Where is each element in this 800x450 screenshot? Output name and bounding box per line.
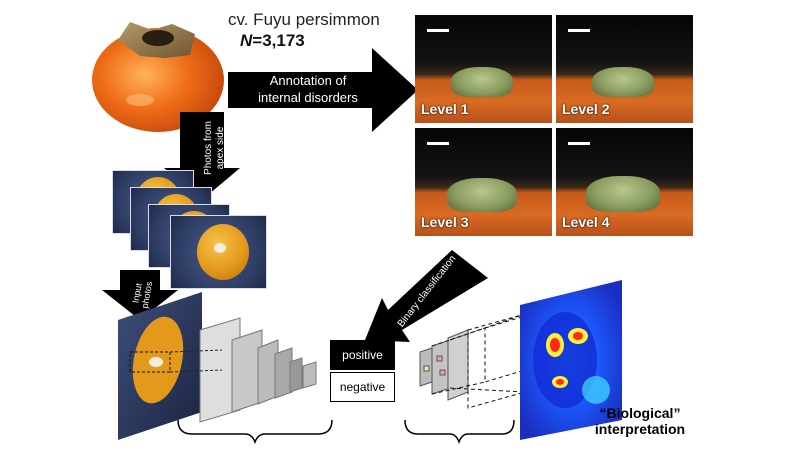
input-photo <box>118 292 202 440</box>
annotation-label: Annotation of internal disorders <box>243 72 373 106</box>
scale-bar <box>568 29 590 32</box>
calyx-image <box>451 67 513 97</box>
bracket-right <box>404 419 515 445</box>
annotation-line1: Annotation of <box>269 73 347 88</box>
interpretation-line1: “Biological” <box>599 405 681 421</box>
title-cultivar: cv. Fuyu persimmon <box>228 10 380 29</box>
dashed-projection <box>431 313 526 409</box>
persimmon-illustration <box>92 22 224 132</box>
positive-output: positive <box>330 340 395 370</box>
n-value: =3,173 <box>252 31 305 50</box>
level-label: Level 1 <box>421 101 469 117</box>
annotation-arrow <box>228 48 418 132</box>
calyx-image <box>592 67 654 97</box>
scale-bar <box>427 142 449 145</box>
scale-bar <box>568 142 590 145</box>
n-symbol: N <box>240 31 253 50</box>
photos-label: Photos from apex side <box>203 103 227 193</box>
cnn-layers-second <box>419 329 469 401</box>
photos-line2: apex side <box>215 126 226 170</box>
calyx-image <box>586 176 660 212</box>
level-3-tile: Level 3 <box>415 128 552 236</box>
negative-output: negative <box>330 372 395 402</box>
photos-line1: Photos from <box>203 121 214 175</box>
calyx-image <box>447 178 517 212</box>
interpretation-line2: interpretation <box>594 421 686 437</box>
calyx-spot <box>214 243 226 253</box>
level-label: Level 3 <box>421 214 469 230</box>
title-sample-size: N=3,173 <box>240 31 305 51</box>
photo-stack-4 <box>170 215 267 289</box>
annotation-line2: internal disorders <box>258 90 358 105</box>
level-4-tile: Level 4 <box>556 128 693 236</box>
level-label: Level 2 <box>562 101 610 117</box>
scale-bar <box>427 29 449 32</box>
level-2-tile: Level 2 <box>556 15 693 123</box>
cnn-layers-first <box>169 317 317 423</box>
bracket-left <box>177 419 333 445</box>
binary-classification-arrow <box>365 250 488 342</box>
level-1-tile: Level 1 <box>415 15 552 123</box>
persimmon-photo-fruit <box>197 224 249 280</box>
interpretation-label: “Biological” interpretation <box>585 405 695 437</box>
heatmap <box>520 280 622 440</box>
level-label: Level 4 <box>562 214 610 230</box>
input-photos-arrow <box>102 270 178 320</box>
